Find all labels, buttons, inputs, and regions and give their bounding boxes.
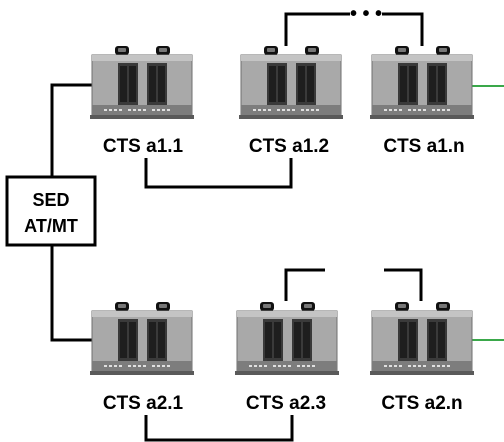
cts-label-a2-3: CTS a2.3 (246, 393, 326, 414)
cts-label-a1-2: CTS a1.2 (249, 136, 329, 157)
cts-label-a2-n: CTS a2.n (381, 393, 462, 414)
cts-cabinet-icon (238, 45, 344, 120)
link-a21-a23 (144, 415, 294, 442)
cts-label-a1-n: CTS a1.n (383, 136, 464, 157)
sed-label-line1: SED (32, 190, 69, 210)
link-a2n-stub (384, 268, 423, 301)
cts-cabinet-icon (369, 301, 475, 376)
cts-cabinet-icon (234, 301, 340, 376)
link-a23-stub (284, 268, 325, 301)
cts-cabinet-icon (89, 301, 195, 376)
link-sed-row2 (50, 244, 92, 342)
cts-label-a2-1: CTS a2.1 (103, 393, 184, 414)
link-a12-a1n-right (382, 12, 424, 46)
cts-cabinet-icon (89, 45, 195, 120)
link-a11-a12 (144, 158, 293, 189)
connection-lines (50, 12, 424, 442)
link-a12-a1n-left (284, 12, 350, 46)
cts-label-a1-1: CTS a1.1 (103, 136, 184, 157)
sed-controller-box: SED AT/MT (5, 175, 97, 247)
ellipsis: • • • (350, 3, 382, 25)
cts-cabinet-icon (369, 45, 475, 120)
link-sed-row1 (50, 83, 92, 178)
sed-label-line2: AT/MT (24, 216, 78, 236)
